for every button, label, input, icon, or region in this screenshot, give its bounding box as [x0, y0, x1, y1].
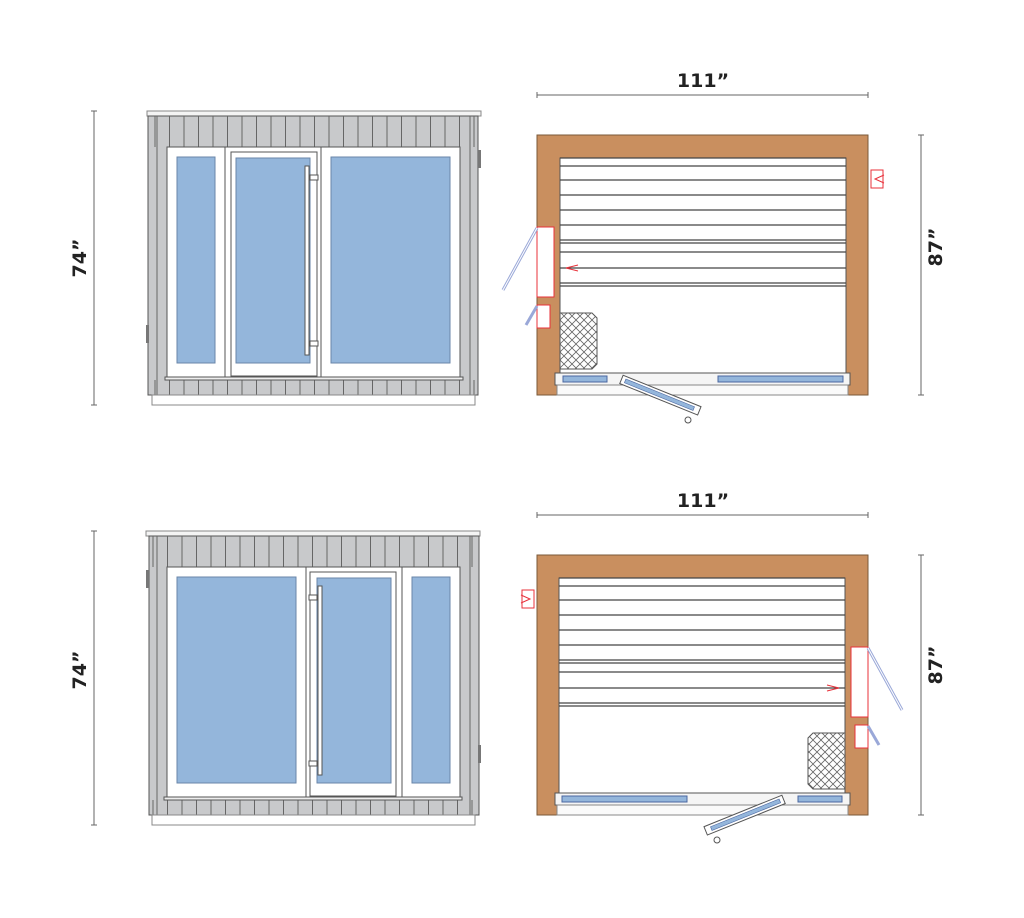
width-label-b: 111” — [677, 490, 729, 512]
arrow-marker — [565, 264, 579, 272]
dimension-lines — [91, 92, 924, 826]
heater-icon — [559, 312, 598, 370]
heater-hatch — [559, 312, 598, 370]
vent-opening — [854, 724, 869, 749]
window-sill — [163, 796, 463, 801]
roof-trim — [145, 530, 481, 537]
vent-opening — [536, 304, 551, 329]
glass-pane-side — [411, 576, 451, 784]
swing-glass — [866, 725, 881, 746]
window-opening — [536, 226, 555, 298]
heater-icon — [807, 732, 846, 790]
base-step — [556, 804, 849, 816]
depth-label-a: 87” — [925, 228, 947, 267]
window-glass-right — [717, 375, 844, 383]
side-vent — [478, 150, 481, 168]
height-label-a: 74” — [69, 239, 91, 278]
glass-pane-large — [330, 156, 451, 364]
side-vent — [146, 325, 149, 343]
door-knob — [684, 416, 692, 424]
window-glass-left — [797, 795, 843, 803]
swing-glass-inner — [502, 227, 538, 291]
glass-pane-side — [176, 156, 216, 364]
sensor-box — [521, 589, 535, 609]
floor-plan-b — [520, 554, 904, 844]
door-handle — [317, 585, 323, 776]
door-handle — [304, 165, 310, 356]
window-sill — [164, 376, 464, 381]
handle-bracket — [309, 174, 319, 181]
glass-pane-large — [176, 576, 297, 784]
base-plate — [151, 394, 476, 406]
heater-hatch — [807, 732, 846, 790]
sensor-marker — [520, 594, 532, 604]
interior-floor — [558, 577, 846, 816]
door-knob — [713, 836, 721, 844]
door-glass — [235, 157, 311, 364]
roof-trim — [146, 110, 482, 117]
front-elevation-b — [145, 530, 481, 826]
sensor-marker — [873, 174, 885, 184]
side-vent — [146, 570, 149, 588]
depth-label-b: 87” — [925, 646, 947, 685]
window-opening — [850, 646, 869, 718]
base-plate — [151, 814, 476, 826]
arrow-marker — [826, 684, 840, 692]
side-vent — [478, 745, 481, 763]
handle-bracket — [308, 594, 318, 601]
door-swing — [619, 374, 702, 416]
door-leaf-glass — [710, 798, 781, 831]
height-label-b: 74” — [69, 651, 91, 690]
window-glass-left — [562, 375, 608, 383]
window-glass-right — [561, 795, 688, 803]
handle-bracket — [309, 340, 319, 347]
swing-glass-inner — [867, 647, 903, 711]
door-leaf-glass — [624, 378, 695, 411]
interior-floor — [559, 157, 847, 396]
door-glass — [316, 577, 392, 784]
door-swing — [703, 794, 786, 836]
width-label-a: 111” — [677, 70, 729, 92]
handle-bracket — [308, 760, 318, 767]
front-elevation-a — [146, 110, 482, 406]
swing-glass — [524, 305, 539, 326]
sensor-box — [870, 169, 884, 189]
base-step — [556, 384, 849, 396]
floor-plan-a — [501, 134, 885, 424]
